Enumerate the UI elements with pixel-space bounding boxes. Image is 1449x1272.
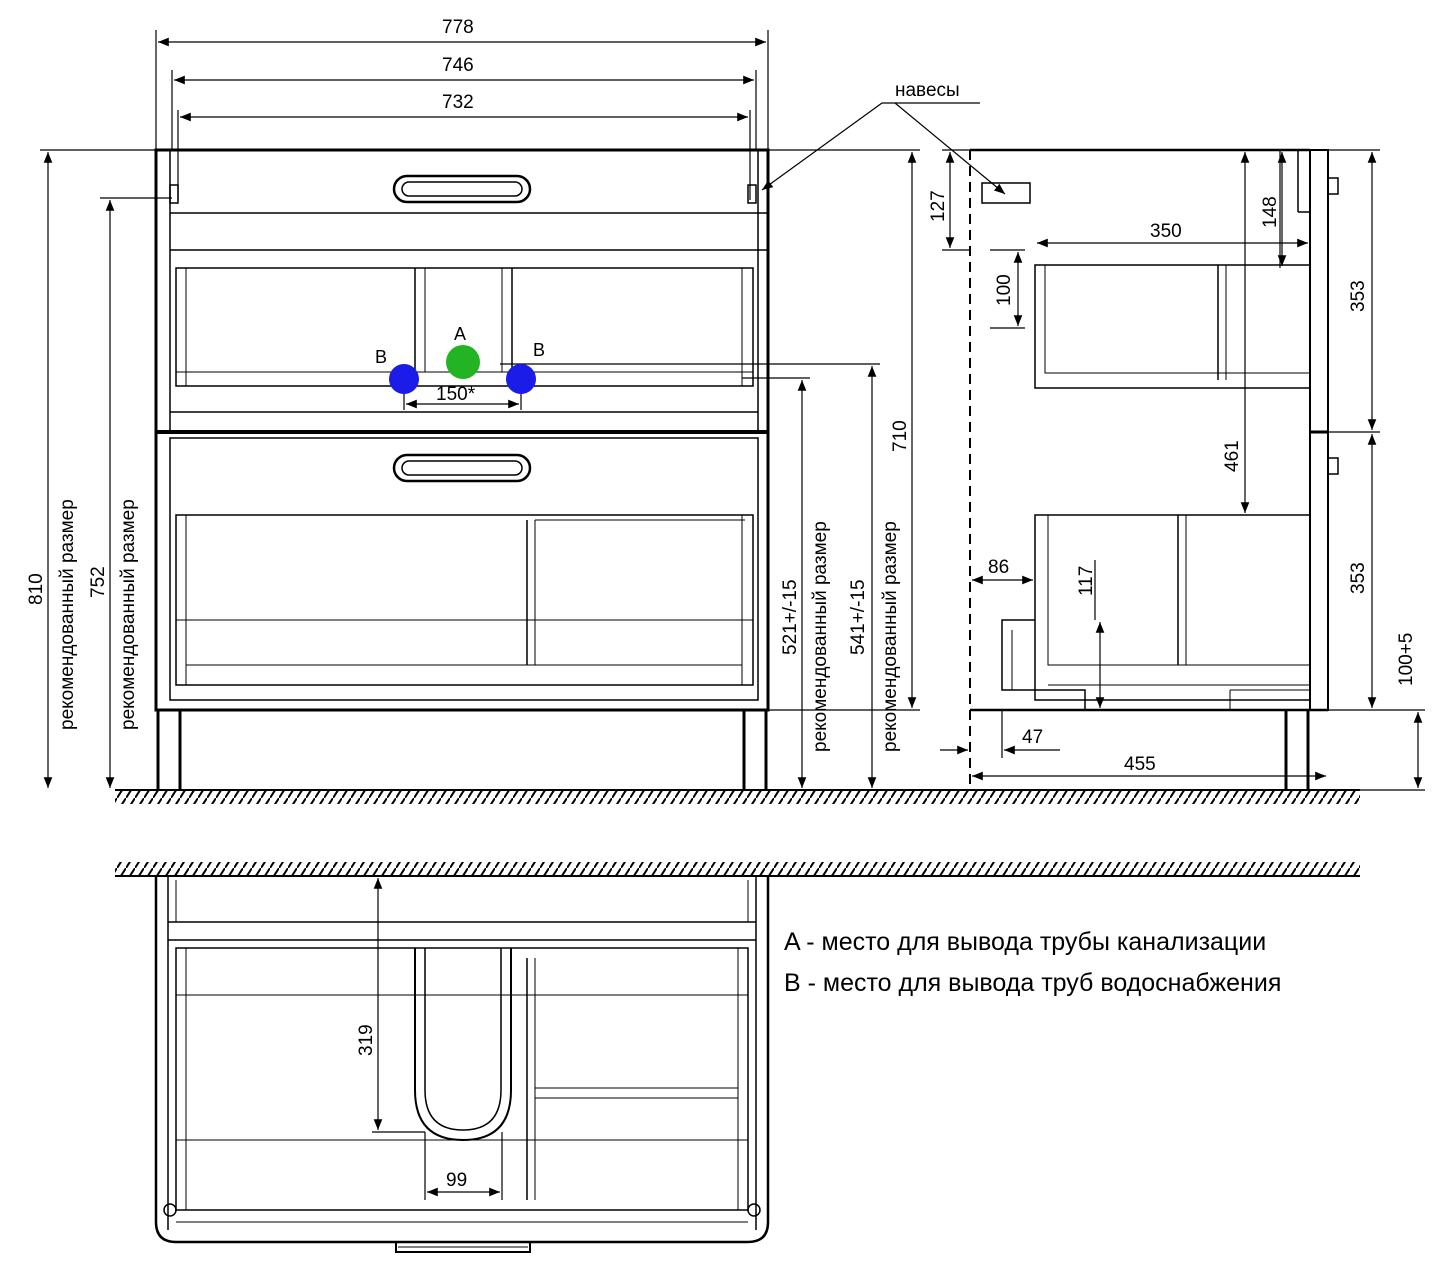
top-dimension-labels: 319 99 <box>356 1024 467 1191</box>
front-view <box>154 148 770 790</box>
dim-353-top: 353 <box>1348 280 1369 312</box>
side-dimension-labels: 127 100 148 350 353 461 353 86 117 100+5… <box>928 190 1417 775</box>
dim-746: 746 <box>442 55 474 76</box>
side-dimensions <box>940 149 1425 791</box>
outlet-b-right-label: B <box>533 340 545 360</box>
dim-99: 99 <box>446 1170 467 1191</box>
dim-461: 461 <box>1222 440 1243 472</box>
dim-353-bottom: 353 <box>1348 562 1369 594</box>
hinges-label: навесы <box>895 80 960 101</box>
wall-bottom-view <box>115 862 1360 877</box>
floor-top-view <box>115 789 1360 804</box>
dim-521: 521+/-15 <box>780 579 801 655</box>
dim-778: 778 <box>442 17 474 38</box>
dim-148: 148 <box>1260 196 1281 228</box>
dim-732: 732 <box>442 92 474 113</box>
dim-319: 319 <box>356 1024 377 1056</box>
dim-455: 455 <box>1124 754 1156 775</box>
pipe-markers: A B B <box>375 324 545 394</box>
legend-item-b: B - место для вывода труб водоснабжения <box>784 969 1281 997</box>
dim-100-5: 100+5 <box>1396 633 1417 686</box>
dim-100: 100 <box>994 274 1015 306</box>
outlet-b-left-marker <box>389 364 419 394</box>
dim-541: 541+/-15 <box>848 579 869 655</box>
dim-710: 710 <box>890 420 911 452</box>
dim-752: 752 <box>88 566 109 598</box>
dim-810: 810 <box>26 573 47 605</box>
dim-47: 47 <box>1022 727 1043 748</box>
side-view <box>969 148 1339 790</box>
outlet-a-marker <box>446 345 480 379</box>
legend-item-a: A - место для вывода трубы канализации <box>784 928 1266 956</box>
recommended-541-label: рекомендованный размер <box>880 521 901 752</box>
dim-117: 117 <box>1076 566 1097 596</box>
outlet-b-right-marker <box>506 364 536 394</box>
dim-127: 127 <box>928 190 949 222</box>
recommended-810-label: рекомендованный размер <box>57 499 78 730</box>
recommended-752-label: рекомендованный размер <box>118 499 139 730</box>
outlet-b-left-label: B <box>375 347 387 367</box>
outlet-a-label: A <box>454 324 466 344</box>
dim-150: 150* <box>436 384 476 405</box>
front-dimensions <box>40 30 1006 788</box>
front-dimension-labels: 778 746 732 навесы 150* 810 рекомендован… <box>26 17 960 752</box>
dim-86: 86 <box>988 557 1009 578</box>
dim-350: 350 <box>1150 221 1182 242</box>
top-dimensions <box>372 878 503 1200</box>
recommended-521-label: рекомендованный размер <box>810 521 831 752</box>
top-view <box>154 876 770 1253</box>
legend: A - место для вывода трубы канализации B… <box>784 928 1281 997</box>
